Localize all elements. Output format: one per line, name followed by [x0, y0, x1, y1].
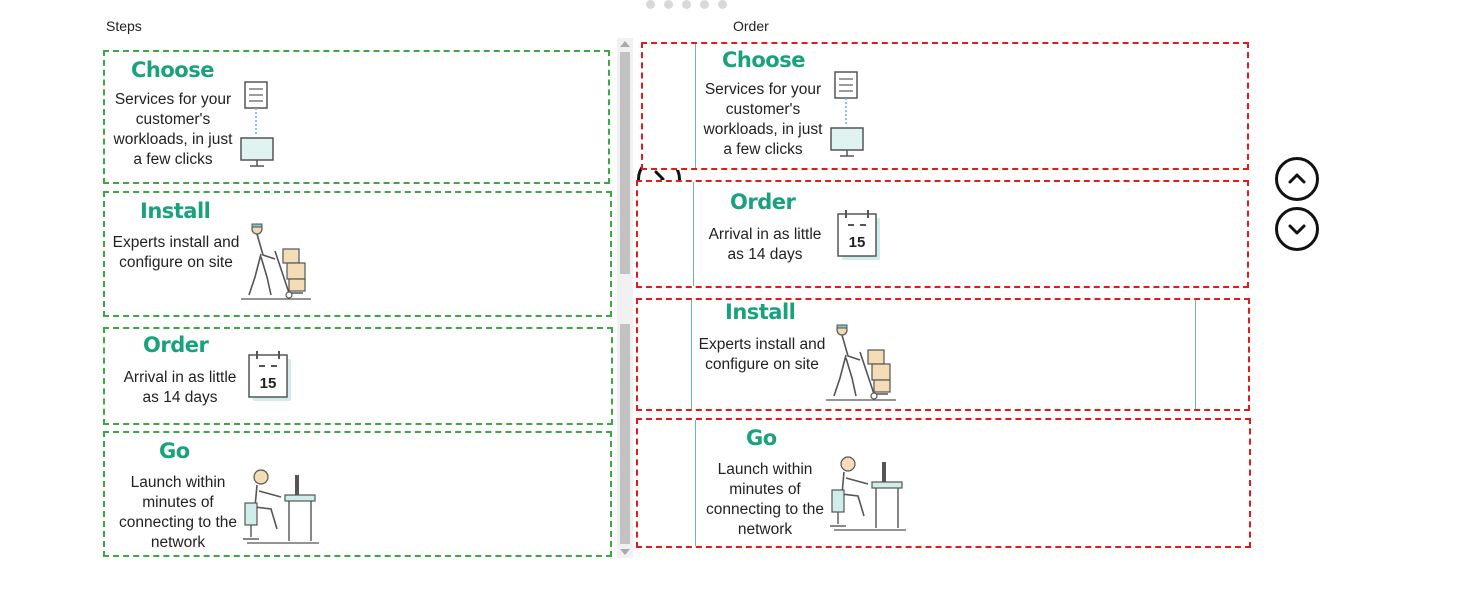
steps-label: Steps — [106, 18, 142, 34]
chevron-up-icon — [1288, 173, 1306, 184]
order-slot-4[interactable]: Go Launch within minutes of connecting t… — [636, 418, 1251, 548]
steps-card-go[interactable]: Go Launch within minutes of connecting t… — [103, 431, 612, 557]
steps-card-order[interactable]: Order Arrival in as little as 14 days 15 — [103, 327, 613, 425]
scroll-down-arrow[interactable] — [620, 549, 630, 555]
steps-scrollbar[interactable] — [617, 38, 633, 558]
order-slot-3[interactable]: Install Experts install and configure on… — [636, 298, 1250, 411]
card-description: Experts install and configure on site — [112, 234, 240, 271]
scroll-up-arrow[interactable] — [620, 41, 630, 47]
delivery-person-icon — [241, 223, 311, 300]
slot-divider-right — [1195, 300, 1196, 409]
calendar-icon: 15 — [837, 210, 880, 260]
list-monitor-icon — [830, 71, 864, 157]
card-description: Arrival in as little as 14 days — [708, 226, 822, 263]
card-description: Arrival in as little as 14 days — [123, 369, 237, 406]
list-monitor-icon — [240, 81, 274, 167]
calendar-icon: 15 — [248, 351, 291, 401]
scrollbar-thumb-lower[interactable] — [620, 324, 630, 544]
move-down-button[interactable] — [1275, 207, 1319, 251]
card-title: Order — [730, 190, 796, 214]
move-up-button[interactable] — [1275, 157, 1319, 201]
steps-card-choose[interactable]: Choose Services for your customer's work… — [103, 50, 610, 184]
card-title: Install — [725, 300, 796, 324]
dot — [646, 0, 655, 9]
order-label: Order — [733, 18, 769, 34]
dot — [718, 0, 727, 9]
delivery-person-icon — [826, 324, 896, 401]
person-at-desk-icon — [830, 456, 906, 531]
card-title: Choose — [722, 48, 805, 72]
order-slot-1[interactable]: Choose Services for your customer's work… — [641, 42, 1249, 170]
order-slot-2[interactable]: Order Arrival in as little as 14 days 15 — [636, 180, 1249, 288]
card-title: Go — [159, 439, 190, 463]
dot — [682, 0, 691, 9]
slot-divider — [695, 44, 696, 168]
card-description: Launch within minutes of connecting to t… — [118, 474, 238, 551]
card-description: Launch within minutes of connecting to t… — [705, 461, 825, 538]
card-description: Services for your customer's workloads, … — [703, 81, 823, 158]
dot — [664, 0, 673, 9]
svg-text:15: 15 — [260, 375, 277, 392]
card-title: Install — [140, 199, 211, 223]
svg-text:15: 15 — [849, 234, 866, 251]
card-title: Choose — [131, 58, 214, 82]
chevron-down-icon — [1288, 224, 1306, 235]
slot-divider — [691, 300, 692, 409]
scrollbar-thumb[interactable] — [620, 52, 630, 274]
drag-handle-dots — [646, 0, 727, 9]
card-description: Services for your customer's workloads, … — [113, 91, 233, 168]
card-description: Experts install and configure on site — [698, 336, 826, 373]
dot — [700, 0, 709, 9]
card-title: Order — [143, 333, 209, 357]
card-title: Go — [746, 426, 777, 450]
steps-card-install[interactable]: Install Experts install and configure on… — [103, 191, 612, 317]
slot-divider — [695, 420, 696, 546]
slot-divider — [693, 182, 694, 286]
person-at-desk-icon — [243, 469, 319, 544]
